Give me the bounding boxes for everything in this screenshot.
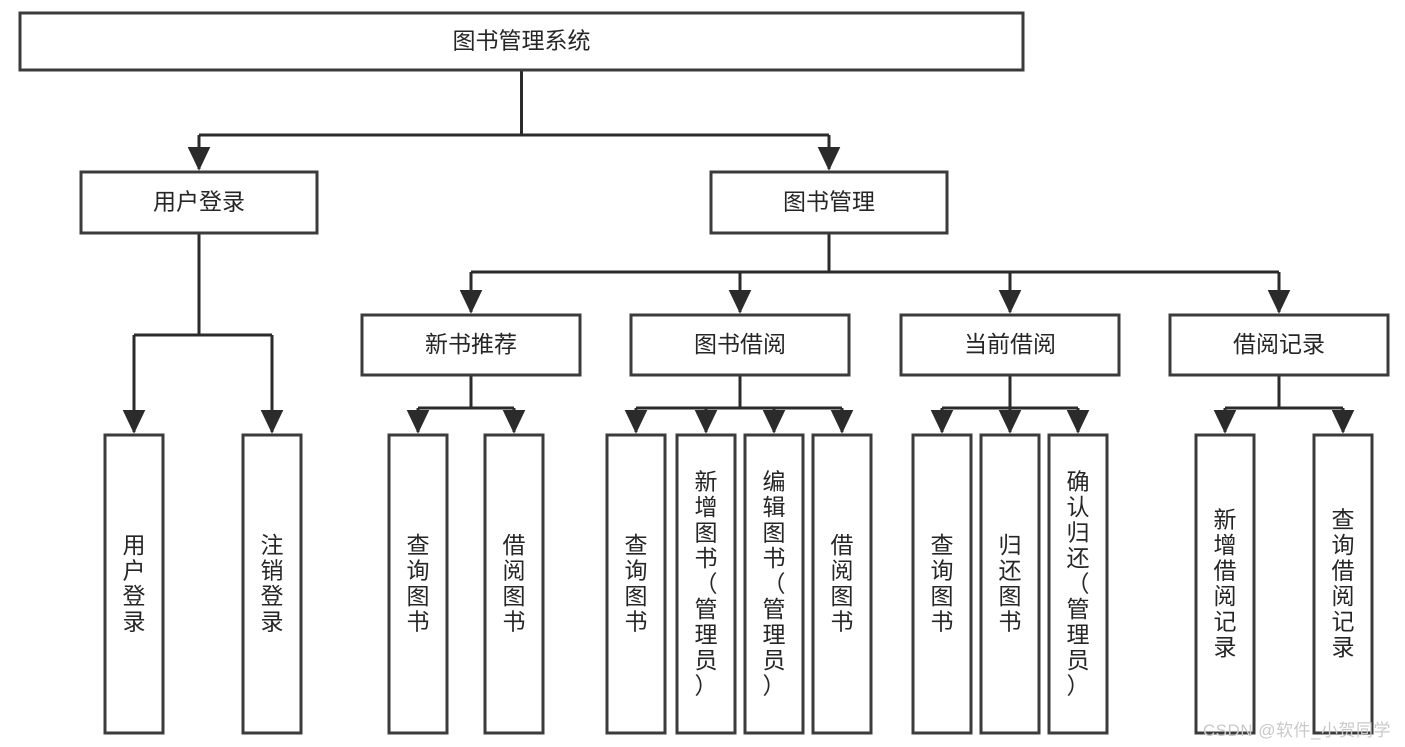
node-box-leaf-add-borrow-record — [1194, 433, 1256, 735]
node-leaf-query-books-current[interactable]: 查询图书 — [911, 433, 973, 735]
node-current-borrow[interactable]: 当前借阅 — [899, 313, 1121, 377]
node-label-leaf-return-books: 归还图书 — [999, 532, 1022, 635]
node-borrow-records[interactable]: 借阅记录 — [1168, 313, 1390, 377]
node-label-leaf-query-books-current: 查询图书 — [931, 532, 954, 635]
node-leaf-query-books-new[interactable]: 查询图书 — [387, 433, 449, 735]
node-box-leaf-borrow-books-new — [483, 433, 545, 735]
node-label-book-borrow: 图书借阅 — [694, 331, 786, 357]
node-label-leaf-add-book-admin: 新增图书（管理员） — [695, 468, 718, 698]
node-label-leaf-query-books-new: 查询图书 — [407, 532, 430, 635]
node-leaf-add-book-admin[interactable]: 新增图书（管理员） — [675, 433, 737, 735]
node-leaf-borrow-books-new[interactable]: 借阅图书 — [483, 433, 545, 735]
node-box-book-borrow — [629, 313, 851, 377]
watermark-text: CSDN @软件_小贺同学 — [1202, 721, 1391, 740]
node-box-leaf-query-books-new — [387, 433, 449, 735]
node-leaf-query-borrow-record[interactable]: 查询借阅记录 — [1312, 433, 1374, 735]
node-label-leaf-query-books-borrow: 查询图书 — [625, 532, 648, 635]
node-leaf-query-books-borrow[interactable]: 查询图书 — [605, 433, 667, 735]
node-label-book-management: 图书管理 — [783, 189, 875, 215]
node-box-user-login — [79, 170, 319, 235]
node-box-leaf-user-login — [103, 433, 165, 735]
node-label-leaf-edit-book-admin: 编辑图书（管理员） — [763, 468, 786, 698]
node-label-leaf-confirm-return-admin: 确认归还（管理员） — [1067, 468, 1090, 698]
node-box-leaf-query-books-borrow — [605, 433, 667, 735]
node-leaf-return-books[interactable]: 归还图书 — [979, 433, 1041, 735]
node-leaf-user-login[interactable]: 用户登录 — [103, 433, 165, 735]
node-box-leaf-query-borrow-record — [1312, 433, 1374, 735]
node-box-borrow-records — [1168, 313, 1390, 377]
node-label-leaf-query-borrow-record: 查询借阅记录 — [1332, 507, 1355, 661]
node-root[interactable]: 图书管理系统 — [18, 11, 1025, 72]
node-box-new-book-recommend — [360, 313, 582, 377]
node-book-management[interactable]: 图书管理 — [709, 170, 949, 235]
node-leaf-borrow-books-borrow[interactable]: 借阅图书 — [811, 433, 873, 735]
node-label-leaf-borrow-books-new: 借阅图书 — [503, 532, 526, 635]
node-label-current-borrow: 当前借阅 — [964, 331, 1056, 357]
node-label-leaf-borrow-books-borrow: 借阅图书 — [831, 532, 854, 635]
node-boxes: 图书管理系统用户登录图书管理新书推荐图书借阅当前借阅借阅记录用户登录注销登录查询… — [18, 11, 1390, 735]
node-box-leaf-add-book-admin — [675, 433, 737, 735]
node-box-root — [18, 11, 1025, 72]
connector-lines — [122, 70, 1355, 434]
node-new-book-recommend[interactable]: 新书推荐 — [360, 313, 582, 377]
node-user-login[interactable]: 用户登录 — [79, 170, 319, 235]
node-label-borrow-records: 借阅记录 — [1233, 331, 1325, 357]
node-label-new-book-recommend: 新书推荐 — [425, 331, 517, 357]
node-box-leaf-borrow-books-borrow — [811, 433, 873, 735]
node-box-book-management — [709, 170, 949, 235]
node-box-leaf-edit-book-admin — [743, 433, 805, 735]
node-leaf-add-borrow-record[interactable]: 新增借阅记录 — [1194, 433, 1256, 735]
node-label-leaf-logout-login: 注销登录 — [261, 532, 284, 635]
node-box-current-borrow — [899, 313, 1121, 377]
node-box-leaf-return-books — [979, 433, 1041, 735]
node-box-leaf-logout-login — [241, 433, 303, 735]
node-label-leaf-add-borrow-record: 新增借阅记录 — [1214, 507, 1237, 661]
node-leaf-logout-login[interactable]: 注销登录 — [241, 433, 303, 735]
node-label-user-login: 用户登录 — [153, 189, 245, 215]
node-book-borrow[interactable]: 图书借阅 — [629, 313, 851, 377]
node-leaf-confirm-return-admin[interactable]: 确认归还（管理员） — [1047, 433, 1109, 735]
node-label-root: 图书管理系统 — [453, 28, 591, 54]
node-leaf-edit-book-admin[interactable]: 编辑图书（管理员） — [743, 433, 805, 735]
node-box-leaf-confirm-return-admin — [1047, 433, 1109, 735]
node-label-leaf-user-login: 用户登录 — [123, 532, 146, 635]
node-box-leaf-query-books-current — [911, 433, 973, 735]
